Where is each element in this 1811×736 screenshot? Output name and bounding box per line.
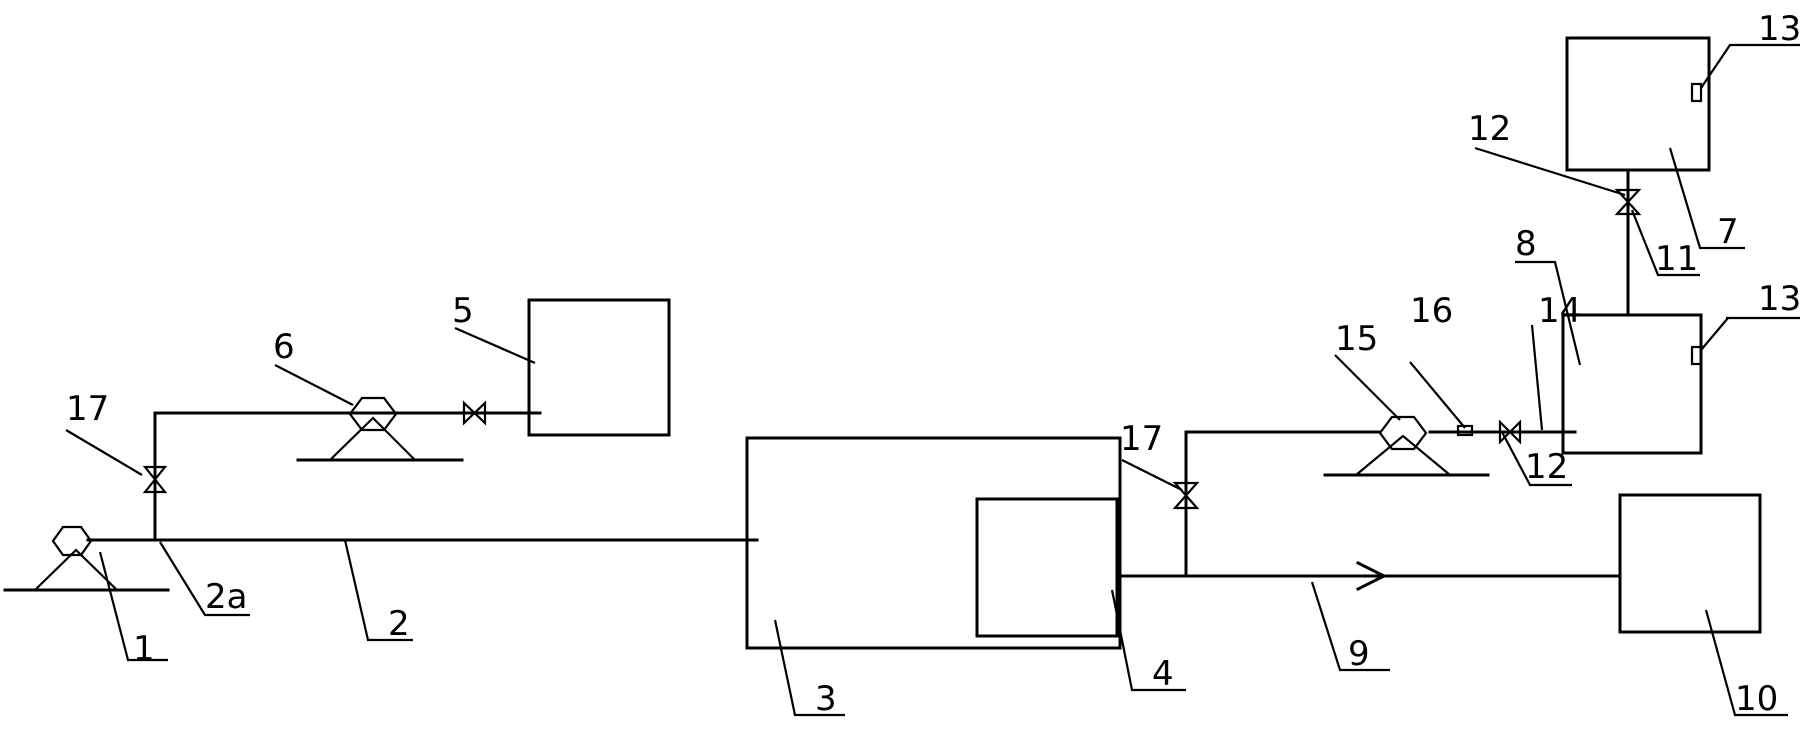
valve-5-inlet bbox=[462, 400, 487, 426]
valve-17-right bbox=[1172, 481, 1200, 510]
branch-pipe-2a bbox=[153, 411, 542, 542]
label-16: 16 bbox=[1410, 291, 1453, 331]
branch-pipe-17-right bbox=[1184, 430, 1382, 578]
label-17-left: 17 bbox=[66, 389, 109, 429]
flow-arrow-icon bbox=[1355, 560, 1388, 592]
tank-8 bbox=[1561, 313, 1703, 455]
label-4: 4 bbox=[1152, 654, 1174, 694]
tank-7 bbox=[1565, 36, 1711, 172]
unit-4 bbox=[975, 497, 1119, 638]
label-2a: 2a bbox=[205, 577, 247, 617]
label-7: 7 bbox=[1717, 212, 1739, 252]
label-11: 11 bbox=[1655, 239, 1698, 279]
valve-12-upper bbox=[1614, 188, 1642, 216]
valve-12-lower bbox=[1498, 419, 1522, 445]
valve-17-left bbox=[142, 465, 168, 494]
pump-6 bbox=[296, 396, 464, 462]
label-13-top: 13 bbox=[1758, 9, 1801, 49]
label-3: 3 bbox=[815, 679, 837, 719]
label-15: 15 bbox=[1335, 319, 1378, 359]
label-2: 2 bbox=[388, 604, 410, 644]
pump-1 bbox=[3, 525, 170, 592]
label-9: 9 bbox=[1348, 634, 1370, 674]
sensor-13-top bbox=[1690, 82, 1703, 103]
label-10: 10 bbox=[1735, 679, 1778, 719]
tank-10 bbox=[1618, 493, 1762, 634]
label-5: 5 bbox=[452, 291, 474, 331]
label-13-mid: 13 bbox=[1758, 279, 1801, 319]
sensor-13-mid bbox=[1690, 345, 1703, 366]
meter-16 bbox=[1456, 424, 1474, 437]
leader-lines bbox=[65, 43, 1800, 717]
label-12-upper: 12 bbox=[1468, 109, 1511, 149]
tank-5 bbox=[527, 298, 671, 437]
label-14: 14 bbox=[1538, 291, 1581, 331]
label-12-lower: 12 bbox=[1525, 447, 1568, 487]
label-8: 8 bbox=[1515, 224, 1537, 264]
label-1: 1 bbox=[133, 629, 155, 669]
pump-15 bbox=[1323, 415, 1490, 477]
label-6: 6 bbox=[273, 327, 295, 367]
label-17-right: 17 bbox=[1120, 419, 1163, 459]
